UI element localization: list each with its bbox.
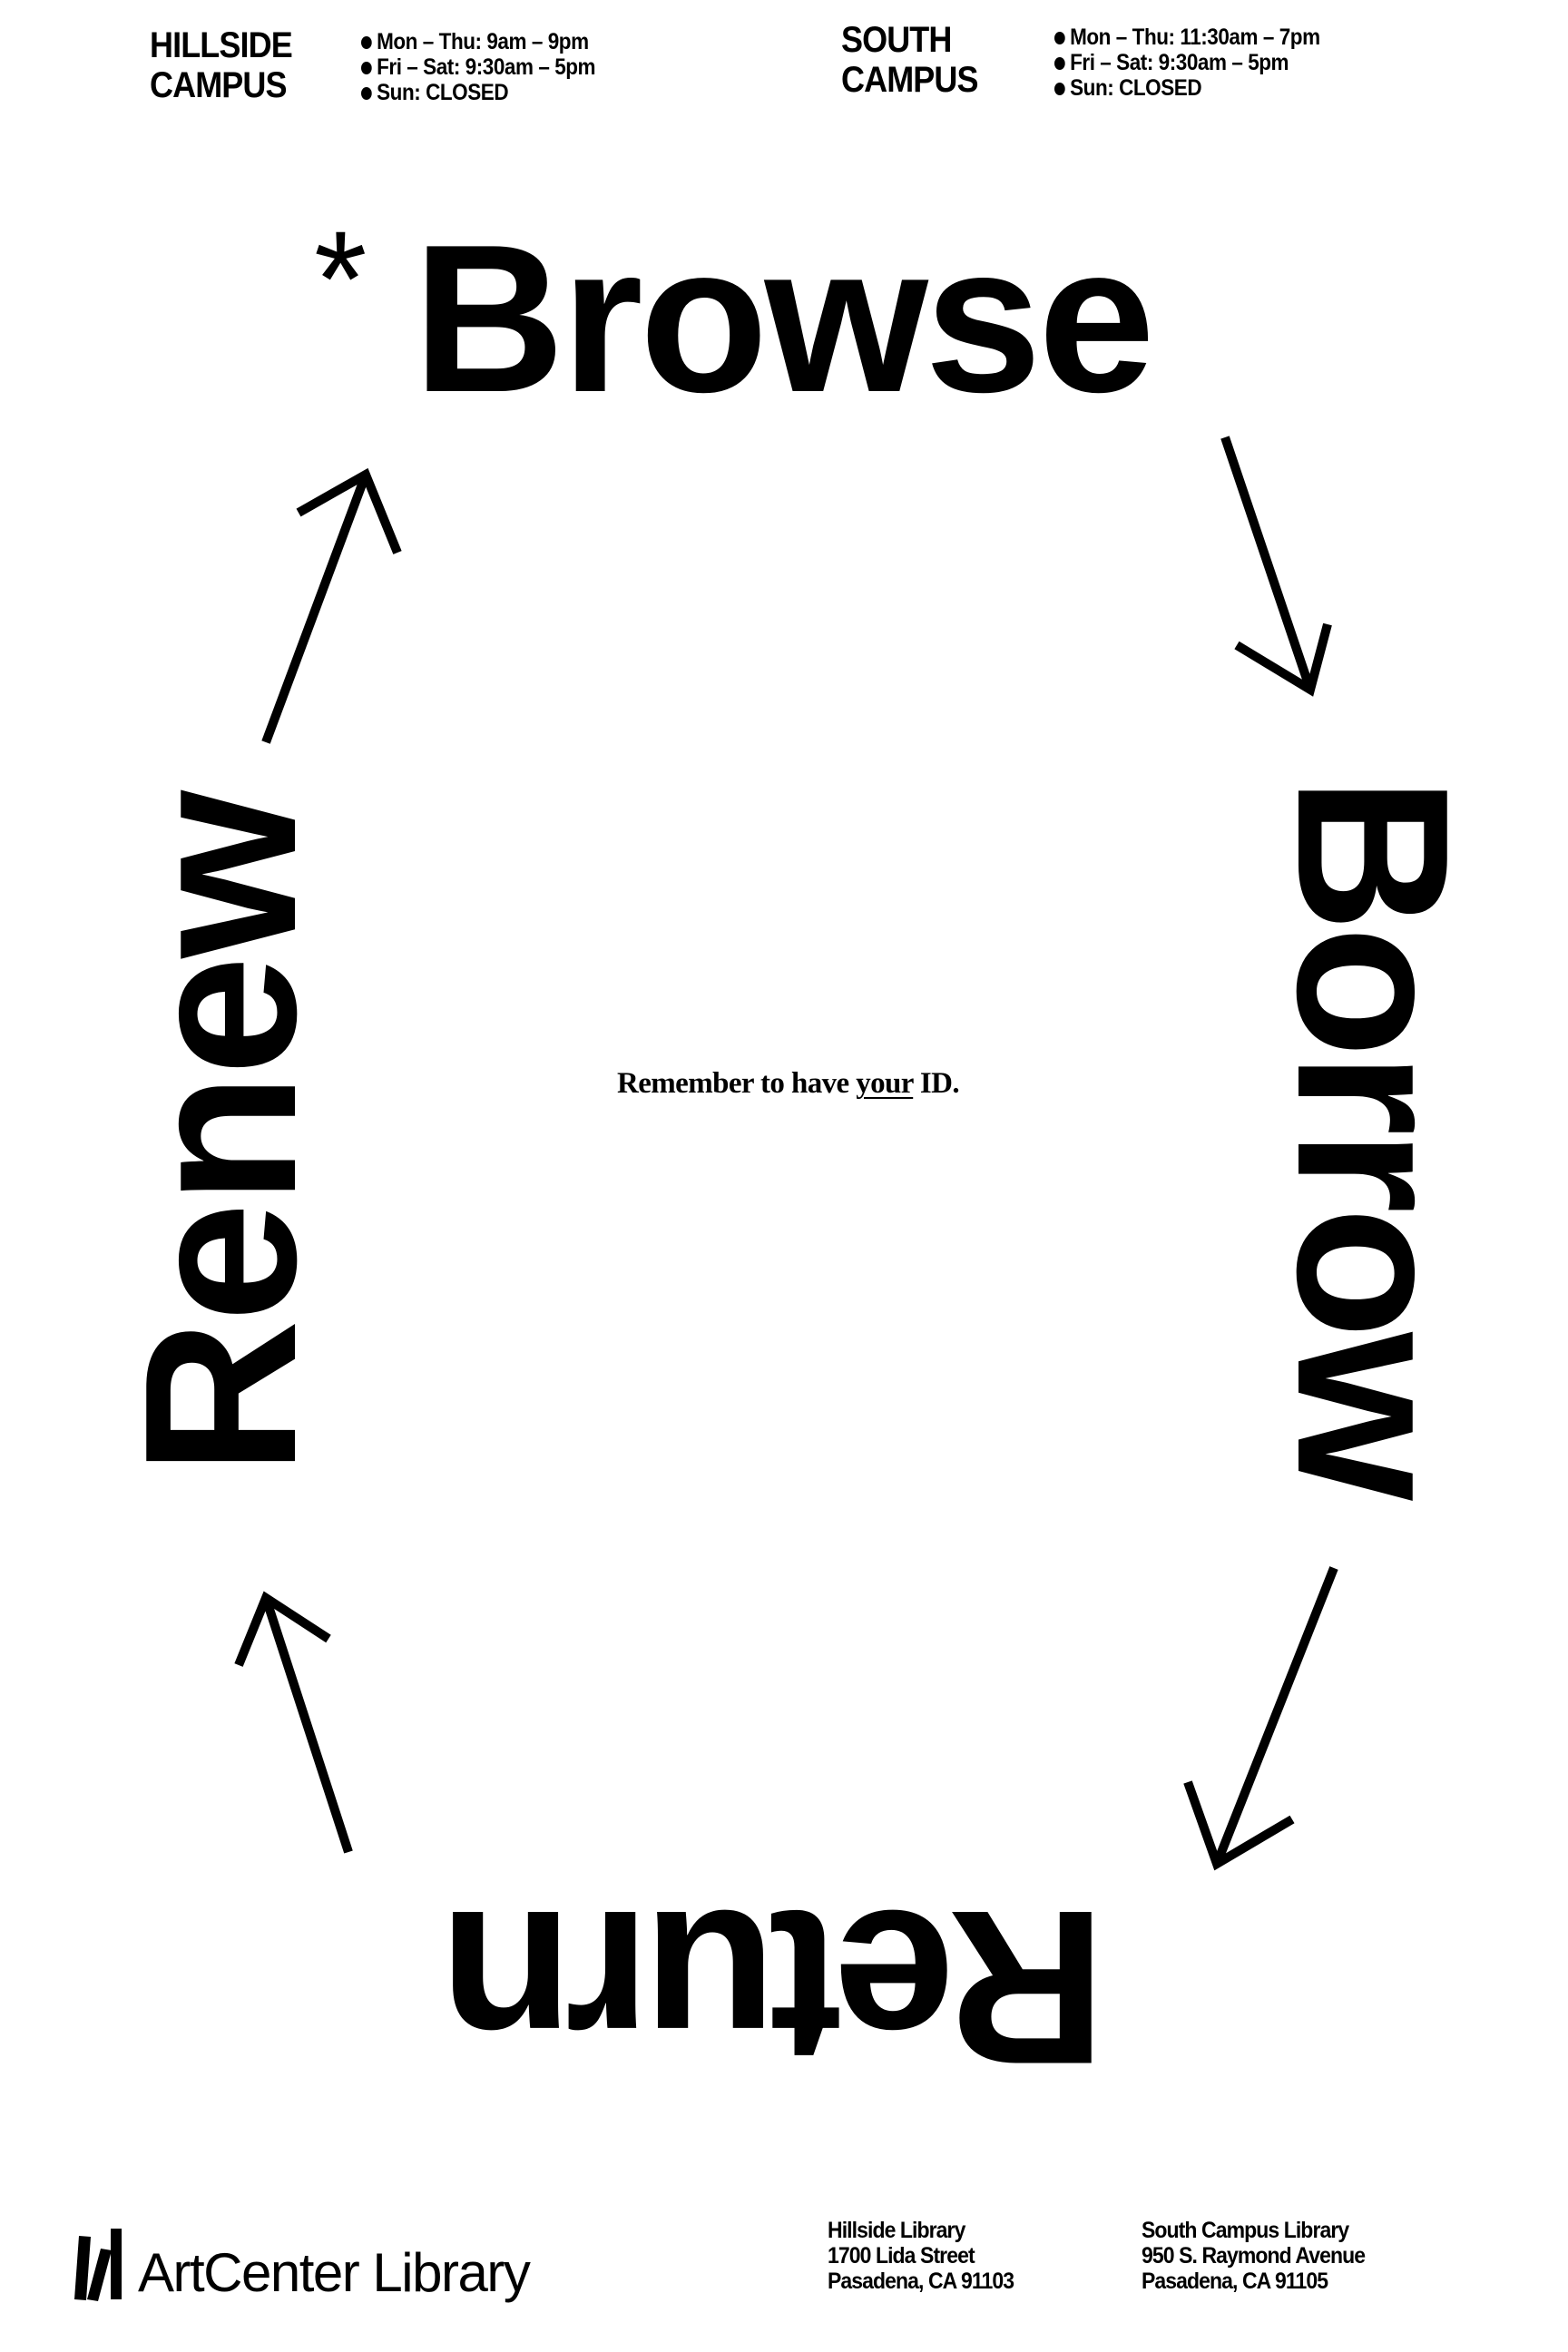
hours-item: Sun: CLOSED — [361, 80, 595, 105]
campus-name-line: CAMPUS — [841, 60, 979, 100]
address-name: Hillside Library — [828, 2218, 965, 2243]
brand-name: ArtCenter Library — [138, 2242, 531, 2303]
asterisk-mark: * — [314, 202, 368, 355]
arrow-return-to-renew-icon — [234, 1591, 353, 1854]
hillside-address: Hillside Library 1700 Lida Street Pasade… — [828, 2218, 1014, 2294]
hillside-campus-title: HILLSIDE CAMPUS — [150, 25, 293, 105]
note-emphasis: your — [856, 1067, 914, 1100]
address-name: South Campus Library — [1142, 2218, 1349, 2243]
note-text: ID. — [913, 1067, 960, 1100]
hours-item: Mon – Thu: 11:30am – 7pm — [1054, 24, 1320, 50]
note-text: Remember to have — [617, 1067, 857, 1100]
hillside-hours: Mon – Thu: 9am – 9pm Fri – Sat: 9:30am –… — [361, 29, 595, 105]
campus-name-line: SOUTH — [841, 20, 952, 60]
step-browse: Browse — [412, 201, 1155, 436]
arrow-borrow-to-return-icon — [1183, 1566, 1338, 1871]
address-street: 1700 Lida Street — [828, 2243, 975, 2269]
hours-item: Fri – Sat: 9:30am – 5pm — [1054, 50, 1320, 75]
address-city: Pasadena, CA 91103 — [828, 2269, 1014, 2294]
arrow-browse-to-borrow-icon — [1220, 436, 1332, 697]
hours-item: Fri – Sat: 9:30am – 5pm — [361, 54, 595, 80]
address-street: 950 S. Raymond Avenue — [1142, 2243, 1366, 2269]
south-hours: Mon – Thu: 11:30am – 7pm Fri – Sat: 9:30… — [1054, 24, 1320, 101]
campus-name-line: CAMPUS — [150, 65, 288, 105]
arrow-renew-to-browse-icon — [261, 467, 402, 744]
hours-item: Sun: CLOSED — [1054, 75, 1320, 101]
south-campus-title: SOUTH CAMPUS — [841, 20, 979, 100]
address-city: Pasadena, CA 91105 — [1142, 2269, 1328, 2294]
south-address: South Campus Library 950 S. Raymond Aven… — [1142, 2218, 1366, 2294]
artcenter-logo-icon — [74, 2229, 122, 2301]
campus-name-line: HILLSIDE — [150, 25, 293, 65]
hours-item: Mon – Thu: 9am – 9pm — [361, 29, 595, 54]
id-reminder: Remember to have your ID. — [617, 1067, 960, 1101]
